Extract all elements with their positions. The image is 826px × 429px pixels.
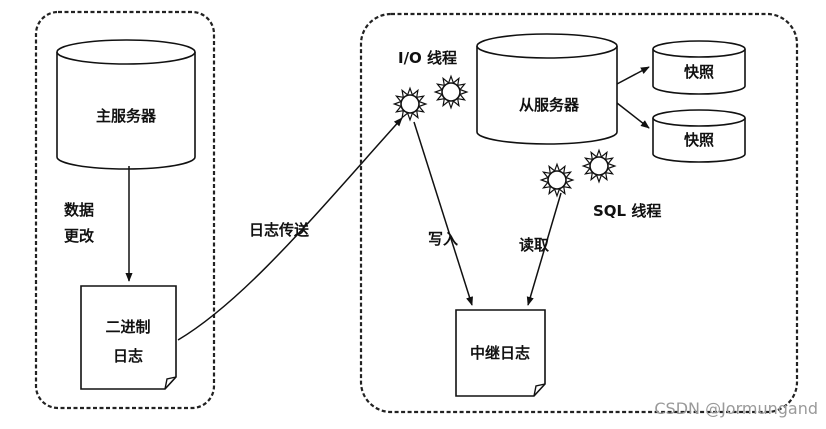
io-thread-gear-icon xyxy=(433,74,469,110)
io-thread-gear-icon xyxy=(392,86,428,122)
watermark: CSDN @Jormungand xyxy=(654,399,818,418)
data-change-label-1: 数据 xyxy=(64,201,94,219)
binlog-document: 二进制 日志 xyxy=(80,285,177,390)
master-server-cylinder: 主服务器 xyxy=(56,39,196,170)
sql-thread-gear-icon xyxy=(581,148,617,184)
log-shipping-arrow xyxy=(177,117,403,341)
log-shipping-label: 日志传送 xyxy=(249,221,310,239)
relay-log-document: 中继日志 xyxy=(455,309,546,397)
read-label: 读取 xyxy=(519,236,550,254)
sql-thread-gear-icon xyxy=(539,162,575,198)
sql-thread-label: SQL 线程 xyxy=(593,202,661,220)
snapshot-label-2: 快照 xyxy=(684,131,714,149)
data-change-label-2: 更改 xyxy=(64,227,95,245)
master-server-label: 主服务器 xyxy=(96,107,157,125)
read-arrow xyxy=(526,192,562,306)
slave-server-label: 从服务器 xyxy=(519,96,580,114)
io-thread-label: I/O 线程 xyxy=(398,49,457,67)
snapshot-cylinder-1: 快照 xyxy=(652,40,746,95)
binlog-label-1: 二进制 xyxy=(105,318,150,336)
relay-log-label: 中继日志 xyxy=(470,344,530,362)
snapshot-cylinder-2: 快照 xyxy=(652,109,746,163)
master-region xyxy=(34,10,216,410)
slave-region xyxy=(359,12,799,414)
write-arrow xyxy=(413,121,473,306)
snapshot-arrow-1 xyxy=(616,66,650,85)
slave-server-cylinder: 从服务器 xyxy=(476,33,618,145)
snapshot-arrow-2 xyxy=(616,102,650,129)
binlog-label-2: 日志 xyxy=(113,347,143,365)
write-label: 写入 xyxy=(428,230,458,248)
snapshot-label-1: 快照 xyxy=(684,63,714,81)
